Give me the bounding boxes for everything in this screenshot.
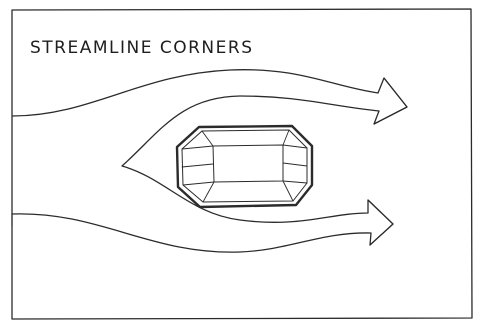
diagram-title: STREAMLINE CORNERS bbox=[30, 38, 254, 58]
right-arrow-icon bbox=[374, 78, 407, 124]
upper-streamline bbox=[12, 70, 407, 252]
right-arrow-icon bbox=[368, 200, 393, 245]
chamfered-box-outer bbox=[177, 126, 312, 207]
box-top-face bbox=[213, 145, 283, 182]
box-bevel-lines bbox=[182, 130, 307, 202]
